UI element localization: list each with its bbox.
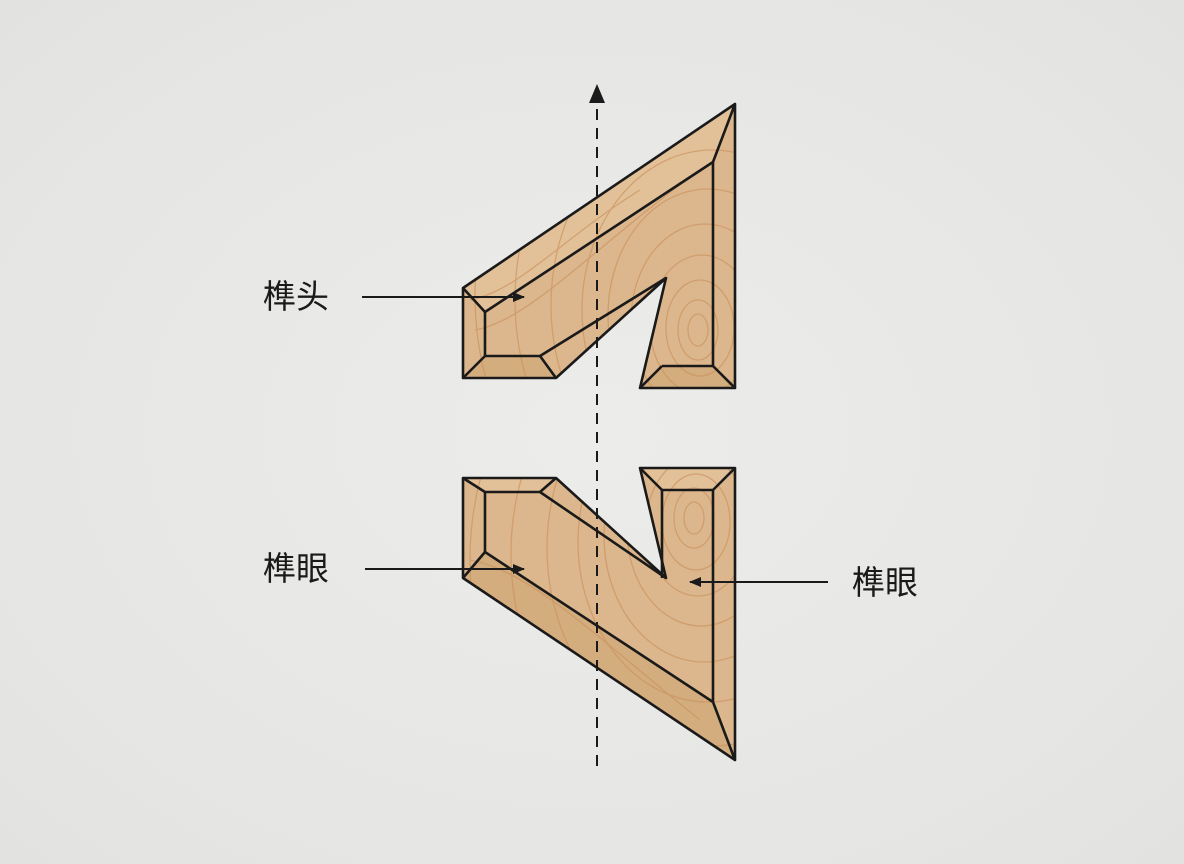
mortise-outline [461, 466, 737, 762]
tenon-head-label: 榫头 [263, 277, 329, 316]
tenon-outline [461, 102, 737, 390]
mortise-bevel-top [463, 478, 556, 492]
mortise-bevel-bottom [463, 552, 735, 760]
tenon-bevel-top [463, 104, 735, 312]
mortise-left-label: 榫眼 [263, 549, 329, 588]
dashed-axis-arrow-icon [589, 84, 605, 766]
mortise-right-label: 榫眼 [852, 563, 918, 602]
mortise-piece [461, 466, 737, 762]
tenon-bevel-bottom [463, 356, 556, 378]
tenon-piece [461, 102, 737, 390]
